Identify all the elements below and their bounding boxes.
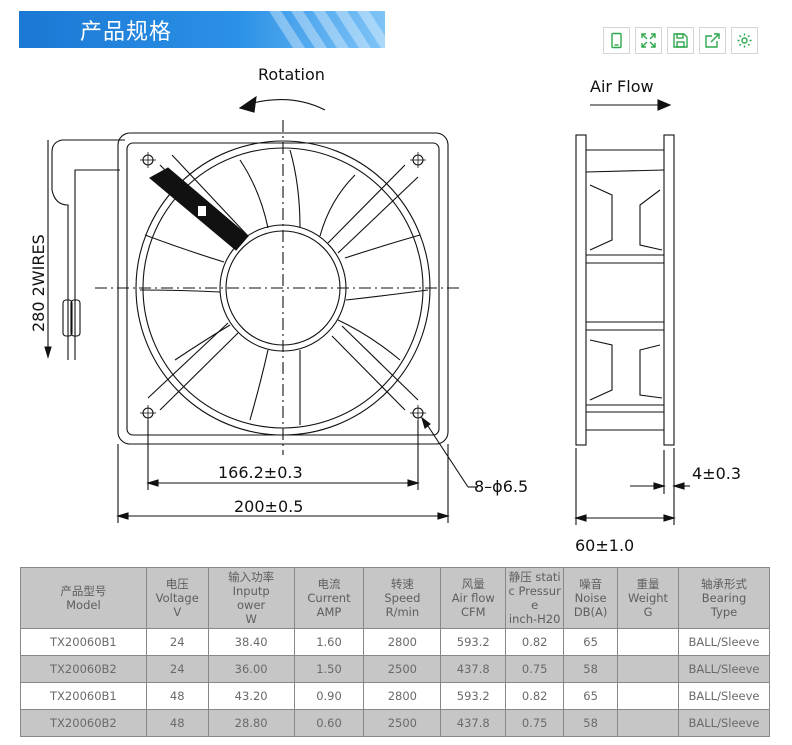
cell-current: 1.60 bbox=[293, 628, 365, 656]
spec-table: 产品型号 Model 电压 Voltage V 输入功率Inputp ower … bbox=[20, 567, 770, 737]
cell-weight bbox=[617, 628, 679, 656]
col-speed: 转速 Speed R/min bbox=[363, 567, 442, 629]
page-title: 产品规格 bbox=[80, 20, 173, 45]
dim-flange: 4±0.3 bbox=[692, 464, 741, 483]
settings-icon bbox=[737, 33, 752, 48]
table-row: TX20060B2 48 28.80 0.60 2500 437.8 0.75 … bbox=[20, 709, 770, 737]
table-row: TX20060B2 24 36.00 1.50 2500 437.8 0.75 … bbox=[20, 655, 770, 683]
section-banner bbox=[19, 11, 385, 48]
table-row: TX20060B1 48 43.20 0.90 2800 593.2 0.82 … bbox=[20, 682, 770, 710]
cell-weight bbox=[617, 655, 679, 683]
cell-bearing: BALL/Sleeve bbox=[678, 682, 770, 710]
cell-bearing: BALL/Sleeve bbox=[678, 628, 770, 656]
table-header-row: 产品型号 Model 电压 Voltage V 输入功率Inputp ower … bbox=[20, 567, 770, 629]
cell-pressure: 0.75 bbox=[505, 709, 565, 737]
col-voltage: 电压 Voltage V bbox=[145, 567, 209, 629]
dim-hole-dia: 8–ϕ6.5 bbox=[474, 477, 528, 496]
cell-power: 43.20 bbox=[207, 682, 295, 710]
col-pressure: 静压 stati c Pressur e inch-H20 bbox=[505, 567, 565, 629]
dim-width: 200±0.5 bbox=[234, 497, 303, 516]
airflow-arrowhead bbox=[657, 99, 672, 111]
cell-speed: 2500 bbox=[363, 709, 442, 737]
cell-model: TX20060B2 bbox=[20, 709, 147, 737]
col-current: 电流 Current AMP bbox=[293, 567, 365, 629]
cell-current: 0.60 bbox=[293, 709, 365, 737]
cell-noise: 65 bbox=[563, 682, 619, 710]
mobile-icon bbox=[611, 32, 622, 49]
col-airflow: 风量 Air flow CFM bbox=[440, 567, 507, 629]
cell-voltage: 24 bbox=[145, 655, 209, 683]
rotation-arrowhead bbox=[238, 95, 257, 113]
save-button[interactable] bbox=[667, 27, 694, 54]
fullscreen-icon bbox=[641, 33, 656, 48]
cell-current: 0.90 bbox=[293, 682, 365, 710]
cell-speed: 2500 bbox=[363, 655, 442, 683]
cell-airflow: 437.8 bbox=[440, 709, 507, 737]
fan-hub bbox=[219, 224, 347, 352]
fan-side-view bbox=[575, 134, 587, 446]
cell-airflow: 437.8 bbox=[440, 655, 507, 683]
fan-drawing: Rotation Air Flow 280 2WIRES 166.2±0.3 2… bbox=[29, 65, 741, 555]
cell-pressure: 0.82 bbox=[505, 628, 565, 656]
mobile-button[interactable] bbox=[603, 27, 630, 54]
fan-shroud bbox=[135, 140, 431, 436]
cell-model: TX20060B1 bbox=[20, 682, 147, 710]
cell-airflow: 593.2 bbox=[440, 628, 507, 656]
cell-voltage: 48 bbox=[145, 709, 209, 737]
save-icon bbox=[673, 33, 688, 48]
col-weight: 重量 Weight G bbox=[617, 567, 679, 629]
col-bearing: 轴承形式 Bearing Type bbox=[678, 567, 770, 629]
cell-pressure: 0.75 bbox=[505, 655, 565, 683]
table-row: TX20060B1 24 38.40 1.60 2800 593.2 0.82 … bbox=[20, 628, 770, 656]
airflow-label: Air Flow bbox=[590, 77, 654, 96]
cell-voltage: 24 bbox=[145, 628, 209, 656]
cell-voltage: 48 bbox=[145, 682, 209, 710]
rotation-arrow bbox=[244, 99, 326, 111]
cell-power: 38.40 bbox=[207, 628, 295, 656]
cell-noise: 58 bbox=[563, 709, 619, 737]
col-power: 输入功率Inputp ower W bbox=[207, 567, 295, 629]
col-model: 产品型号 Model bbox=[20, 567, 147, 629]
share-icon bbox=[705, 33, 720, 48]
cell-noise: 58 bbox=[563, 655, 619, 683]
cell-speed: 2800 bbox=[363, 682, 442, 710]
cell-bearing: BALL/Sleeve bbox=[678, 655, 770, 683]
settings-button[interactable] bbox=[731, 27, 758, 54]
cell-bearing: BALL/Sleeve bbox=[678, 709, 770, 737]
cell-weight bbox=[617, 709, 679, 737]
cell-pressure: 0.82 bbox=[505, 682, 565, 710]
cell-weight bbox=[617, 682, 679, 710]
cell-speed: 2800 bbox=[363, 628, 442, 656]
wires-label: 280 2WIRES bbox=[29, 234, 48, 332]
toolbar bbox=[603, 27, 758, 54]
dim-hole-spacing: 166.2±0.3 bbox=[218, 463, 303, 482]
cell-power: 28.80 bbox=[207, 709, 295, 737]
dim-depth: 60±1.0 bbox=[575, 536, 634, 555]
cell-power: 36.00 bbox=[207, 655, 295, 683]
rotation-label: Rotation bbox=[258, 65, 325, 84]
cell-airflow: 593.2 bbox=[440, 682, 507, 710]
cell-noise: 65 bbox=[563, 628, 619, 656]
cell-model: TX20060B2 bbox=[20, 655, 147, 683]
col-noise: 噪音 Noise DB(A) bbox=[563, 567, 619, 629]
fullscreen-button[interactable] bbox=[635, 27, 662, 54]
share-button[interactable] bbox=[699, 27, 726, 54]
cell-model: TX20060B1 bbox=[20, 628, 147, 656]
cell-current: 1.50 bbox=[293, 655, 365, 683]
